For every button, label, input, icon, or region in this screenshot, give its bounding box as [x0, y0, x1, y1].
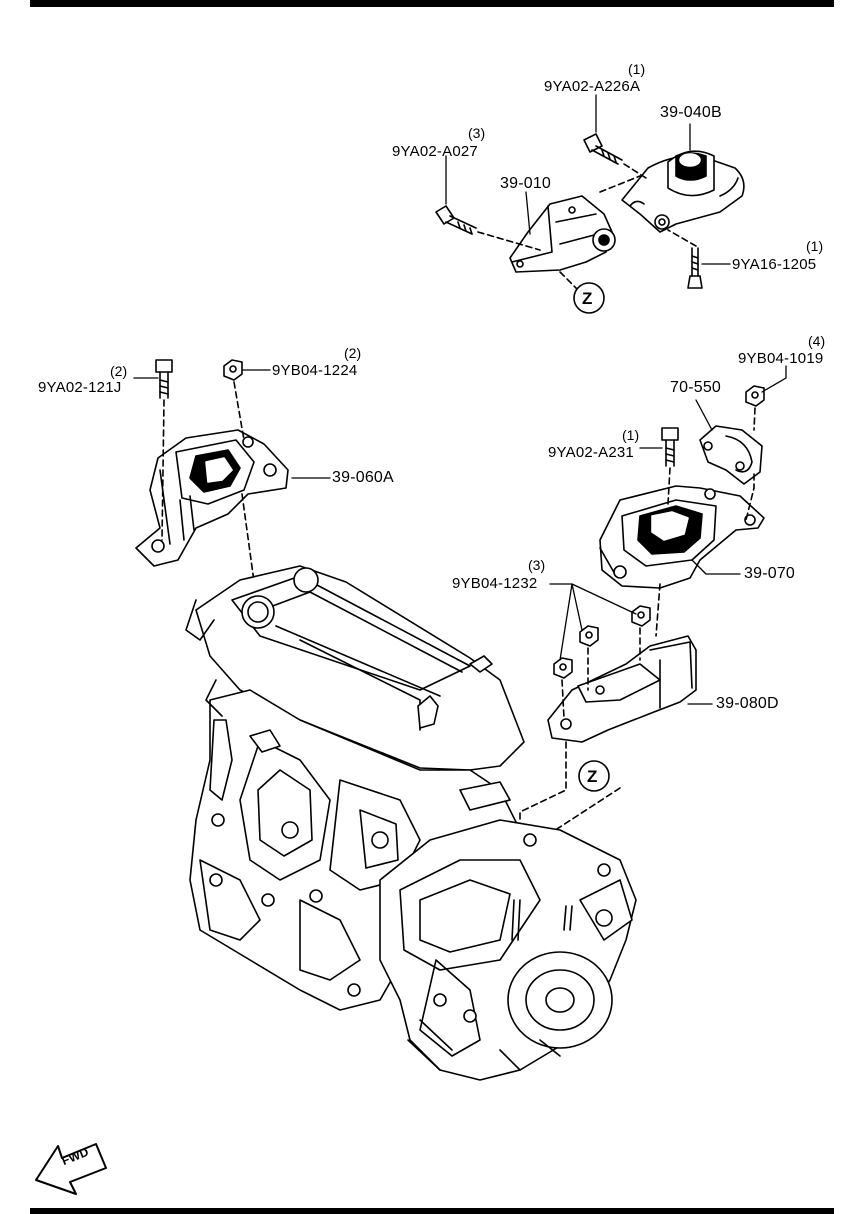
- bolt-9ya16-1205: [687, 247, 703, 289]
- mount-39-040b: [621, 150, 745, 233]
- callout-9ya16-1205: 9YA16-1205: [732, 256, 817, 273]
- callout-9yb04-1224: 9YB04-1224: [272, 362, 358, 379]
- z-marker-bottom: [578, 760, 610, 792]
- bracket-39-080d: [547, 635, 697, 743]
- callout-9yb04-1232-qty: (3): [528, 557, 546, 573]
- nut-9yb04-1224: [223, 359, 243, 381]
- bolt-9ya02-a027: [435, 205, 477, 235]
- bolt-9ya02-121j: [155, 359, 173, 399]
- callout-39-040b: 39-040B: [660, 104, 722, 121]
- callout-70-550: 70-550: [670, 379, 722, 396]
- callout-39-080d: 39-080D: [716, 695, 779, 712]
- callout-39-070: 39-070: [744, 565, 796, 582]
- mount-39-060a: [135, 429, 289, 567]
- z-marker-top: [573, 282, 605, 314]
- fwd-arrow-icon: [35, 1143, 107, 1195]
- engine-assembly: [185, 565, 525, 1011]
- bolt-9ya02-a231: [661, 427, 679, 467]
- callout-9ya02-a027: 9YA02-A027: [392, 143, 478, 160]
- bracket-39-010: [509, 195, 616, 273]
- nuts-9yb04-1232: [553, 605, 651, 679]
- callout-9ya02-a226a: 9YA02-A226A: [544, 78, 641, 95]
- callout-9ya02-a231: 9YA02-A231: [548, 444, 634, 461]
- callout-9ya02-a027-qty: (3): [468, 125, 486, 141]
- callout-9ya02-a226a-qty: (1): [628, 61, 646, 77]
- mount-39-070: [599, 485, 765, 589]
- callout-9yb04-1019-qty: (4): [808, 333, 826, 349]
- callout-9yb04-1224-qty: (2): [344, 345, 362, 361]
- callout-39-010: 39-010: [500, 175, 552, 192]
- leader-lines: [133, 94, 787, 705]
- callout-9ya02-121j-qty: (2): [110, 363, 128, 379]
- bracket-70-550: [699, 425, 763, 485]
- z-marker-bottom-label: Z: [587, 767, 598, 786]
- transaxle-assembly: [379, 819, 637, 1081]
- top-rule: [30, 0, 834, 7]
- callout-9ya16-1205-qty: (1): [806, 238, 824, 254]
- callout-39-060a: 39-060A: [332, 469, 394, 486]
- callout-9yb04-1019: 9YB04-1019: [738, 350, 824, 367]
- bolt-9ya02-a226a: [583, 133, 623, 165]
- z-marker-top-label: Z: [582, 289, 593, 308]
- bottom-rule: [30, 1208, 834, 1214]
- nut-9yb04-1019: [745, 385, 765, 407]
- callout-9yb04-1232: 9YB04-1232: [452, 575, 538, 592]
- callout-9ya02-a231-qty: (1): [622, 427, 640, 443]
- callout-9ya02-121j: 9YA02-121J: [38, 379, 122, 396]
